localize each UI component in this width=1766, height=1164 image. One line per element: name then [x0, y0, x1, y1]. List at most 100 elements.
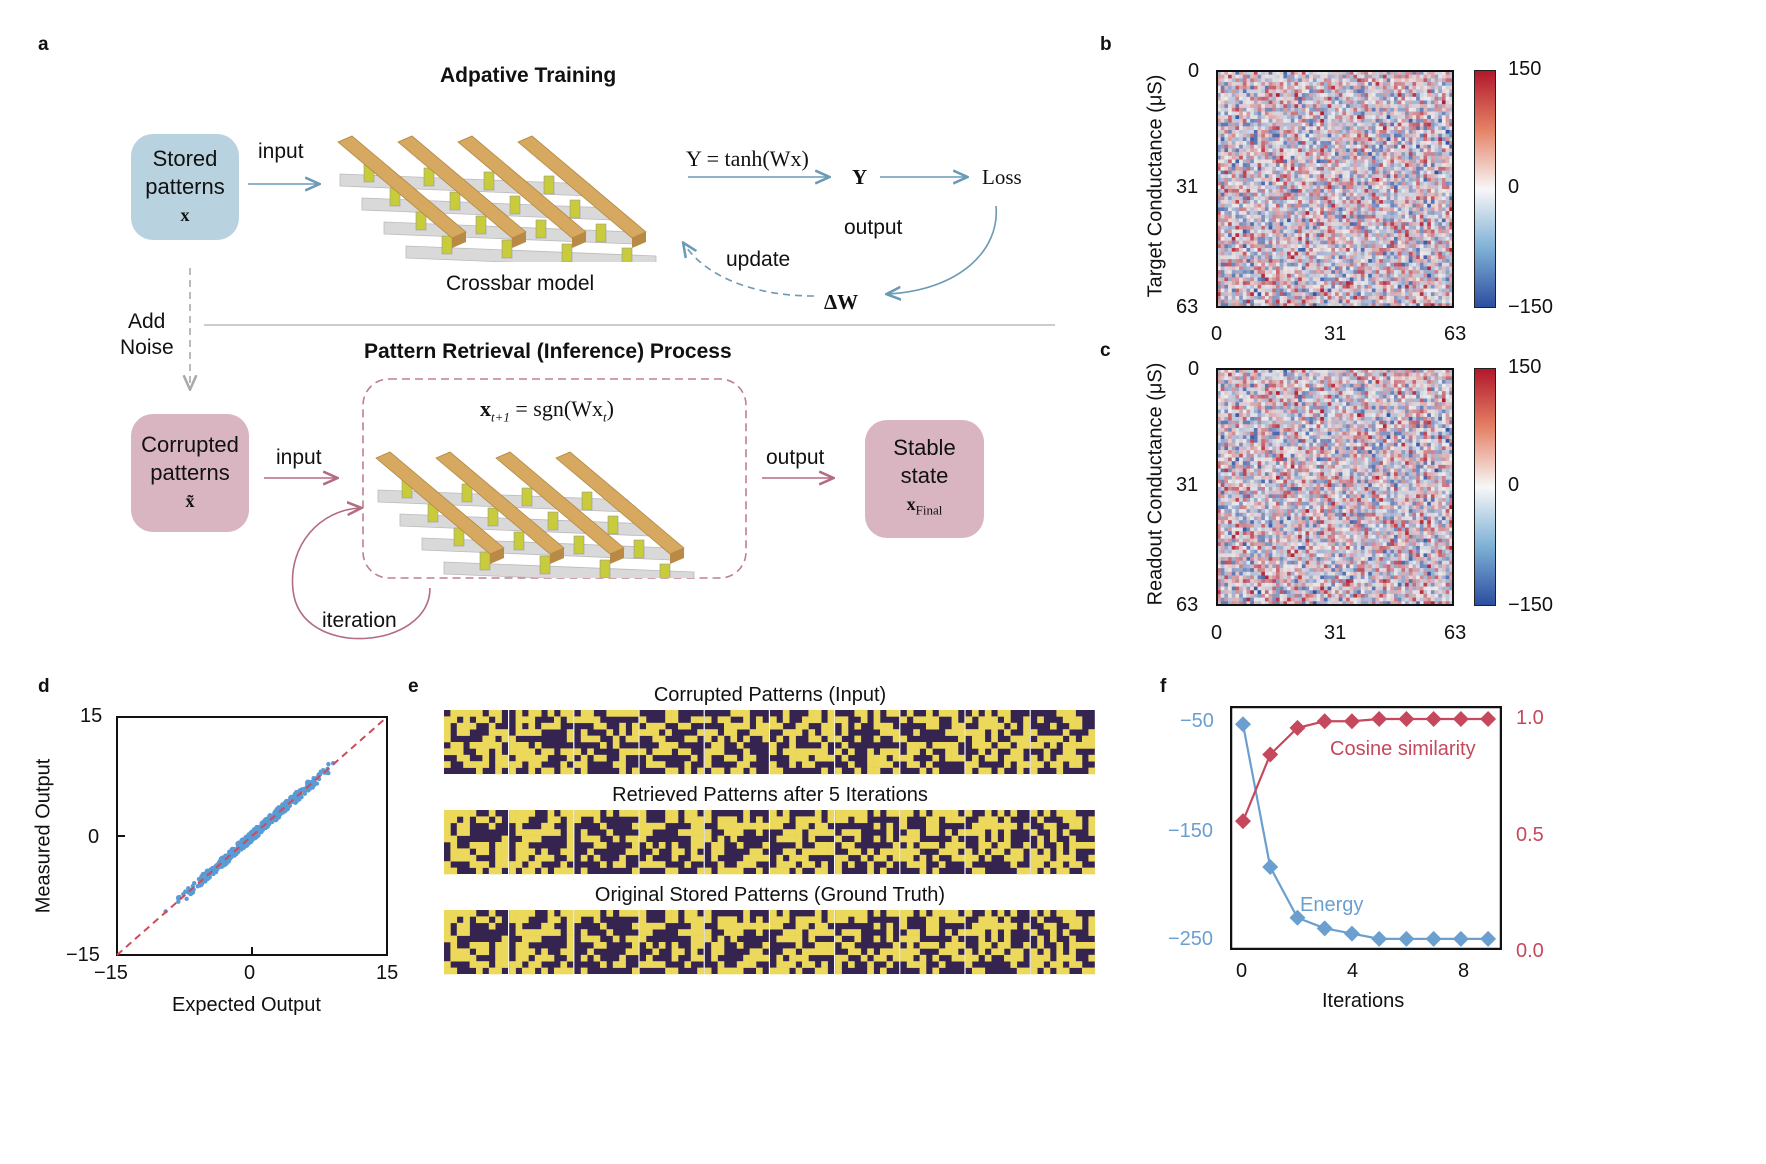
heat-cell — [1290, 240, 1295, 245]
heat-cell — [1305, 218, 1310, 223]
heat-cell — [1371, 200, 1376, 204]
heat-cell — [1375, 130, 1380, 134]
heat-cell — [1368, 273, 1373, 278]
heat-cell — [1320, 405, 1325, 410]
heat-cell — [1290, 218, 1295, 223]
heat-cell — [1298, 292, 1303, 297]
heat-cell — [1257, 111, 1262, 116]
heat-cell — [1408, 137, 1413, 142]
heat-cell — [1257, 100, 1262, 105]
heat-cell — [1371, 266, 1376, 271]
heat-cell — [1242, 394, 1247, 399]
heat-cell — [1316, 104, 1321, 109]
heat-cell — [1360, 122, 1365, 127]
heat-cell — [1346, 229, 1350, 234]
heat-cell — [1257, 200, 1262, 204]
heat-cell — [1283, 295, 1288, 300]
heat-cell — [1368, 174, 1373, 179]
heat-cell — [1438, 96, 1443, 101]
heat-cell — [1312, 277, 1317, 282]
heat-cell — [1445, 152, 1450, 157]
heat-cell — [1231, 383, 1236, 388]
heat-cell — [1287, 130, 1291, 134]
heat-cell — [1375, 391, 1380, 396]
heat-cell — [1427, 100, 1432, 105]
heat-cell — [1250, 402, 1255, 407]
heat-cell — [1338, 207, 1343, 212]
heat-cell — [1220, 174, 1225, 179]
heat-cell — [1386, 394, 1391, 399]
heat-cell — [1357, 303, 1362, 308]
heat-cell — [1371, 391, 1376, 396]
heat-cell — [1287, 189, 1291, 193]
heat-cell — [1346, 369, 1350, 373]
heat-cell — [1346, 277, 1350, 282]
heat-cell — [1379, 207, 1384, 212]
heat-cell — [1360, 284, 1365, 289]
heat-cell — [1382, 270, 1387, 275]
heat-cell — [1228, 133, 1232, 138]
heat-cell — [1390, 262, 1395, 267]
heat-cell — [1405, 78, 1409, 83]
heat-cell — [1228, 303, 1232, 308]
heat-cell — [1390, 236, 1395, 241]
heat-cell — [1360, 222, 1365, 227]
heat-cell — [1290, 200, 1295, 204]
heat-cell — [1298, 192, 1303, 197]
heat-cell — [1327, 207, 1332, 212]
heat-cell — [1250, 74, 1255, 79]
heat-cell — [1364, 133, 1369, 138]
heat-cell — [1257, 71, 1262, 75]
heat-cell — [1279, 177, 1284, 182]
heat-cell — [1346, 122, 1350, 127]
heat-cell — [1364, 405, 1369, 410]
heat-cell — [1346, 166, 1350, 171]
heat-cell — [1276, 137, 1280, 142]
heat-cell — [1257, 372, 1262, 377]
heat-cell — [1316, 200, 1321, 204]
heat-cell — [1364, 71, 1369, 75]
heat-cell — [1342, 177, 1347, 182]
heat-cell — [1294, 262, 1299, 267]
heat-cell — [1423, 288, 1428, 293]
heat-cell — [1224, 369, 1229, 373]
heat-cell — [1301, 255, 1306, 260]
heat-cell — [1290, 118, 1295, 123]
heat-cell — [1250, 262, 1255, 267]
heat-cell — [1242, 266, 1247, 271]
heat-cell — [1357, 372, 1362, 377]
heat-cell — [1257, 189, 1262, 193]
heat-cell — [1316, 141, 1321, 145]
heat-cell — [1386, 107, 1391, 112]
heat-cell — [1394, 200, 1398, 204]
heat-cell — [1220, 111, 1225, 116]
heat-cell — [1430, 262, 1435, 267]
heat-cell — [1279, 398, 1284, 403]
heat-cell — [1441, 380, 1446, 384]
heat-cell — [1379, 222, 1384, 227]
heat-cell — [1386, 262, 1391, 267]
heat-cell — [1239, 262, 1244, 267]
heat-cell — [1346, 225, 1350, 230]
heat-cell — [1371, 137, 1376, 142]
heat-cell — [1235, 387, 1240, 392]
heat-cell — [1390, 222, 1395, 227]
heat-cell — [1408, 398, 1413, 403]
heat-cell — [1287, 207, 1291, 212]
heat-cell — [1323, 155, 1328, 160]
heat-cell — [1423, 181, 1428, 186]
heat-cell — [1217, 383, 1221, 388]
heat-cell — [1290, 177, 1295, 182]
heat-cell — [1449, 236, 1454, 241]
heat-cell — [1239, 211, 1244, 216]
heat-cell — [1353, 266, 1358, 271]
heat-cell — [1276, 255, 1280, 260]
heat-cell — [1231, 126, 1236, 131]
heat-cell — [1264, 130, 1269, 134]
heat-cell — [1217, 270, 1221, 275]
heat-cell — [1235, 126, 1240, 131]
heat-cell — [1349, 177, 1354, 182]
heat-cell — [1397, 196, 1402, 201]
heat-cell — [1276, 200, 1280, 204]
heat-cell — [1239, 270, 1244, 275]
